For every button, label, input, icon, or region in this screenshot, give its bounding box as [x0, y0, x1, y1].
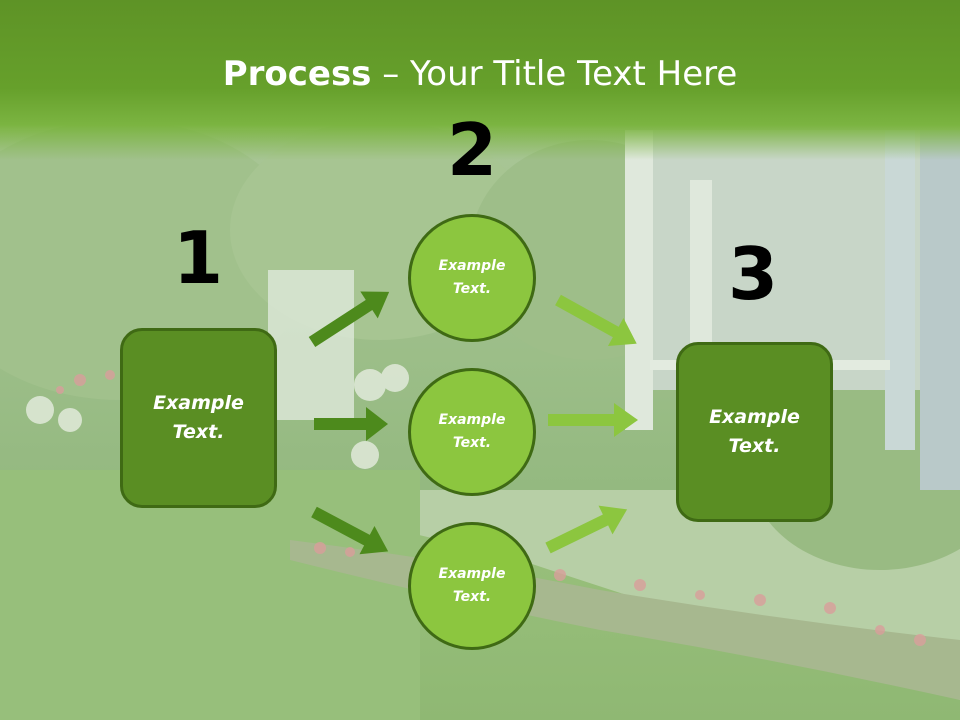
arrow-to-circle-3 [311, 506, 389, 555]
arrow-to-circle-2 [314, 407, 388, 441]
circle-3-line2: Text. [452, 589, 492, 605]
circle-3-line1: Example [438, 566, 506, 582]
arrow-from-circle-1 [555, 294, 637, 346]
process-box-left[interactable]: Example Text. [120, 328, 277, 508]
step-number-2: 2 [446, 108, 498, 192]
title-rest: – Your Title Text Here [371, 54, 738, 94]
step-number-1: 1 [172, 216, 224, 300]
circle-2-line2: Text. [452, 435, 492, 451]
box-left-line2: Text. [172, 421, 225, 443]
circle-2-line1: Example [438, 412, 506, 428]
step-number-3: 3 [727, 232, 779, 316]
circle-1-line2: Text. [452, 281, 492, 297]
title-bold: Process [222, 54, 372, 94]
box-right-line1: Example [709, 406, 800, 428]
box-right-line2: Text. [728, 435, 781, 457]
arrow-from-circle-3 [545, 505, 628, 554]
page-title: Process – Your Title Text Here [0, 52, 960, 96]
process-circle-1[interactable]: Example Text. [408, 214, 536, 342]
box-left-line1: Example [153, 392, 244, 414]
process-circle-3[interactable]: Example Text. [408, 522, 536, 650]
process-box-right[interactable]: Example Text. [676, 342, 833, 522]
circle-1-line1: Example [438, 258, 506, 274]
title-bar [0, 0, 960, 160]
process-circle-2[interactable]: Example Text. [408, 368, 536, 496]
arrow-to-circle-1 [308, 291, 390, 348]
arrow-from-circle-2 [548, 403, 638, 437]
